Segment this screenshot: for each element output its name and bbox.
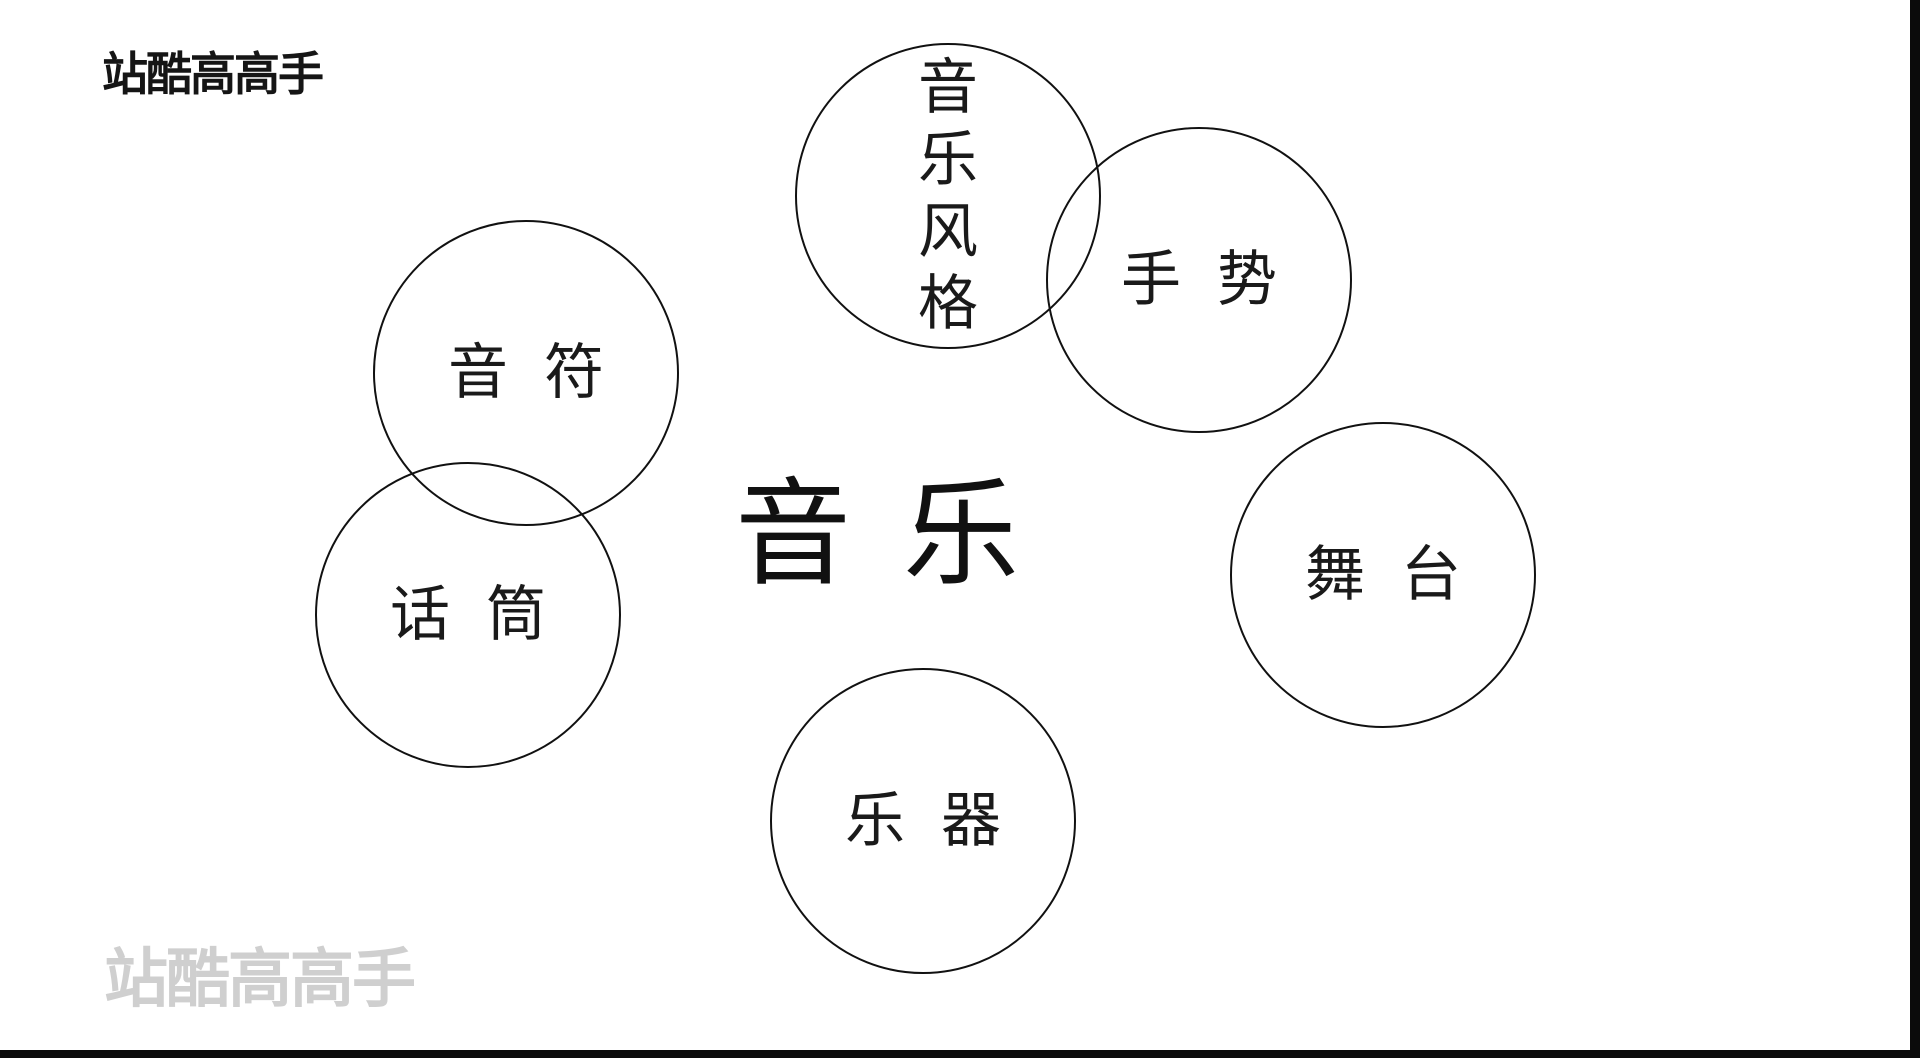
center-title: 音乐 bbox=[735, 467, 1071, 602]
watermark-logo-bottom: 站酷高高手 bbox=[104, 943, 416, 1017]
bubble-stage: 舞台 bbox=[1230, 422, 1536, 728]
bubble-microphone: 话筒 bbox=[315, 462, 621, 768]
bubble-label-music-style: 音乐风格 bbox=[918, 53, 1014, 339]
bubble-instrument: 乐器 bbox=[770, 668, 1076, 974]
bubble-note: 音符 bbox=[373, 220, 679, 526]
bubble-label-gesture: 手势 bbox=[1121, 245, 1313, 315]
bubble-label-microphone: 话筒 bbox=[390, 580, 582, 650]
watermark-logo-top: 站酷高高手 bbox=[102, 47, 324, 101]
bubble-label-instrument: 乐器 bbox=[845, 786, 1037, 856]
bubble-gesture: 手势 bbox=[1046, 127, 1352, 433]
bubble-label-note: 音符 bbox=[448, 338, 640, 408]
bubble-label-stage: 舞台 bbox=[1305, 540, 1497, 610]
bubble-music-style: 音乐风格 bbox=[795, 43, 1101, 349]
